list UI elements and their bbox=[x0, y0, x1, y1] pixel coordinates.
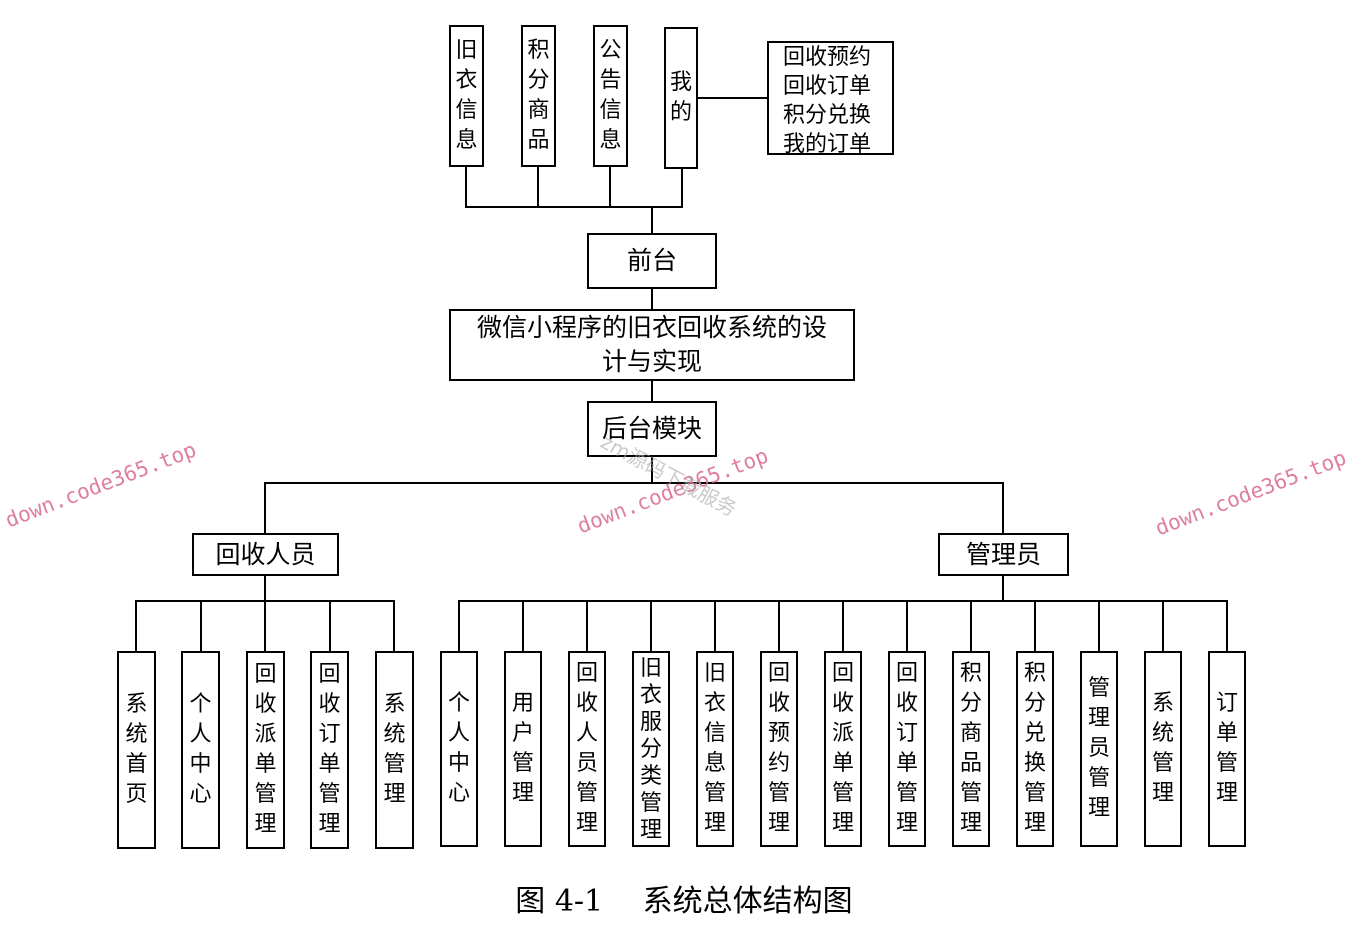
admin-module-box: 积分兑换管理 bbox=[1016, 651, 1054, 847]
admin-module-box: 回收人员管理 bbox=[568, 651, 606, 847]
admin-node-label: 管理员 bbox=[965, 539, 1041, 569]
admin-module-box: 旧衣信息管理 bbox=[696, 651, 734, 847]
connector bbox=[465, 166, 467, 208]
connector bbox=[1098, 600, 1100, 652]
connector bbox=[329, 600, 331, 652]
front-module-box: 积分商品 bbox=[521, 25, 556, 167]
admin-module-box: 回收订单管理 bbox=[888, 651, 926, 847]
recycler-module-label: 系统管理 bbox=[383, 692, 406, 807]
admin-module-box: 旧衣服分类管理 bbox=[632, 651, 670, 847]
system-title-box: 微信小程序的旧衣回收系统的设计与实现 bbox=[449, 309, 855, 381]
connector bbox=[1034, 600, 1036, 652]
recycler-module-label: 系统首页 bbox=[125, 692, 148, 807]
front-node: 前台 bbox=[587, 233, 717, 289]
front-node-label: 前台 bbox=[626, 246, 677, 275]
system-title: 微信小程序的旧衣回收系统的设计与实现 bbox=[477, 313, 828, 376]
recycler-module-box: 回收订单管理 bbox=[310, 651, 349, 849]
admin-module-box: 订单管理 bbox=[1208, 651, 1246, 847]
admin-node: 管理员 bbox=[938, 533, 1069, 576]
connector bbox=[1002, 575, 1004, 602]
admin-module-label: 回收人员管理 bbox=[575, 661, 598, 836]
admin-module-label: 回收预约管理 bbox=[767, 661, 790, 836]
watermark: down.code365.top bbox=[1152, 445, 1350, 541]
front-module-label: 我的 bbox=[669, 70, 692, 125]
mine-item: 我的订单 bbox=[783, 132, 872, 157]
front-module-label: 积分商品 bbox=[527, 38, 550, 153]
connector bbox=[651, 380, 653, 402]
front-bus-line bbox=[465, 206, 683, 208]
admin-module-box: 回收派单管理 bbox=[824, 651, 862, 847]
admin-module-box: 积分商品管理 bbox=[952, 651, 990, 847]
backend-node-label: 后台模块 bbox=[601, 414, 702, 443]
admin-module-label: 个人中心 bbox=[447, 691, 470, 806]
recycler-module-box: 系统管理 bbox=[375, 651, 414, 849]
recycler-module-box: 个人中心 bbox=[181, 651, 220, 849]
watermark: down.code365.top bbox=[2, 437, 200, 533]
connector bbox=[650, 600, 652, 652]
admin-module-label: 订单管理 bbox=[1215, 691, 1238, 806]
connector bbox=[651, 288, 653, 310]
recycler-node: 回收人员 bbox=[192, 533, 339, 576]
recycler-module-box: 系统首页 bbox=[117, 651, 156, 849]
front-module-label: 旧衣信息 bbox=[455, 38, 478, 153]
connector bbox=[264, 575, 266, 602]
admin-module-box: 系统管理 bbox=[1144, 651, 1182, 847]
admin-module-label: 系统管理 bbox=[1151, 691, 1174, 806]
recycler-module-label: 回收订单管理 bbox=[318, 662, 341, 837]
admin-module-label: 用户管理 bbox=[511, 691, 534, 806]
front-module-box: 公告信息 bbox=[593, 25, 628, 167]
connector bbox=[651, 206, 653, 234]
admin-module-label: 旧衣信息管理 bbox=[703, 661, 726, 836]
admin-module-label: 回收派单管理 bbox=[831, 661, 854, 836]
admin-module-box: 管理员管理 bbox=[1080, 651, 1118, 847]
connector bbox=[681, 168, 683, 208]
connector bbox=[697, 97, 767, 99]
connector bbox=[522, 600, 524, 652]
connector bbox=[609, 166, 611, 208]
admin-module-box: 个人中心 bbox=[440, 651, 478, 847]
admin-module-label: 积分商品管理 bbox=[959, 661, 982, 836]
recycler-node-label: 回收人员 bbox=[215, 539, 316, 569]
connector bbox=[906, 600, 908, 652]
admin-module-label: 管理员管理 bbox=[1087, 676, 1110, 821]
mine-item: 回收订单 bbox=[783, 74, 872, 99]
mine-item: 回收预约 bbox=[783, 45, 872, 70]
connector bbox=[458, 600, 460, 652]
connector bbox=[135, 600, 137, 652]
connector bbox=[1002, 482, 1004, 534]
recycler-module-box: 回收派单管理 bbox=[246, 651, 285, 849]
connector bbox=[264, 600, 266, 652]
mine-item: 积分兑换 bbox=[783, 103, 872, 128]
connector bbox=[1226, 600, 1228, 652]
connector bbox=[970, 600, 972, 652]
recycler-module-label: 回收派单管理 bbox=[254, 662, 277, 837]
connector bbox=[1162, 600, 1164, 652]
admin-module-label: 回收订单管理 bbox=[895, 661, 918, 836]
connector bbox=[586, 600, 588, 652]
admin-module-label: 旧衣服分类管理 bbox=[639, 655, 662, 843]
front-module-box: 旧衣信息 bbox=[449, 25, 484, 167]
admin-module-label: 积分兑换管理 bbox=[1023, 661, 1046, 836]
front-module-label: 公告信息 bbox=[599, 38, 622, 153]
mine-items-box: 回收预约 回收订单 积分兑换 我的订单 bbox=[767, 41, 894, 157]
connector bbox=[714, 600, 716, 652]
connector bbox=[778, 600, 780, 652]
recycler-module-label: 个人中心 bbox=[189, 692, 212, 807]
connector bbox=[200, 600, 202, 652]
admin-module-box: 用户管理 bbox=[504, 651, 542, 847]
roles-bus-line bbox=[264, 482, 1004, 484]
connector bbox=[651, 456, 653, 484]
connector bbox=[537, 166, 539, 208]
connector bbox=[264, 482, 266, 534]
connector bbox=[842, 600, 844, 652]
front-module-box: 我的 bbox=[664, 27, 698, 169]
figure-caption: 图 4-1 系统总体结构图 bbox=[515, 884, 853, 919]
connector bbox=[393, 600, 395, 652]
backend-node: 后台模块 bbox=[587, 401, 717, 457]
admin-module-box: 回收预约管理 bbox=[760, 651, 798, 847]
